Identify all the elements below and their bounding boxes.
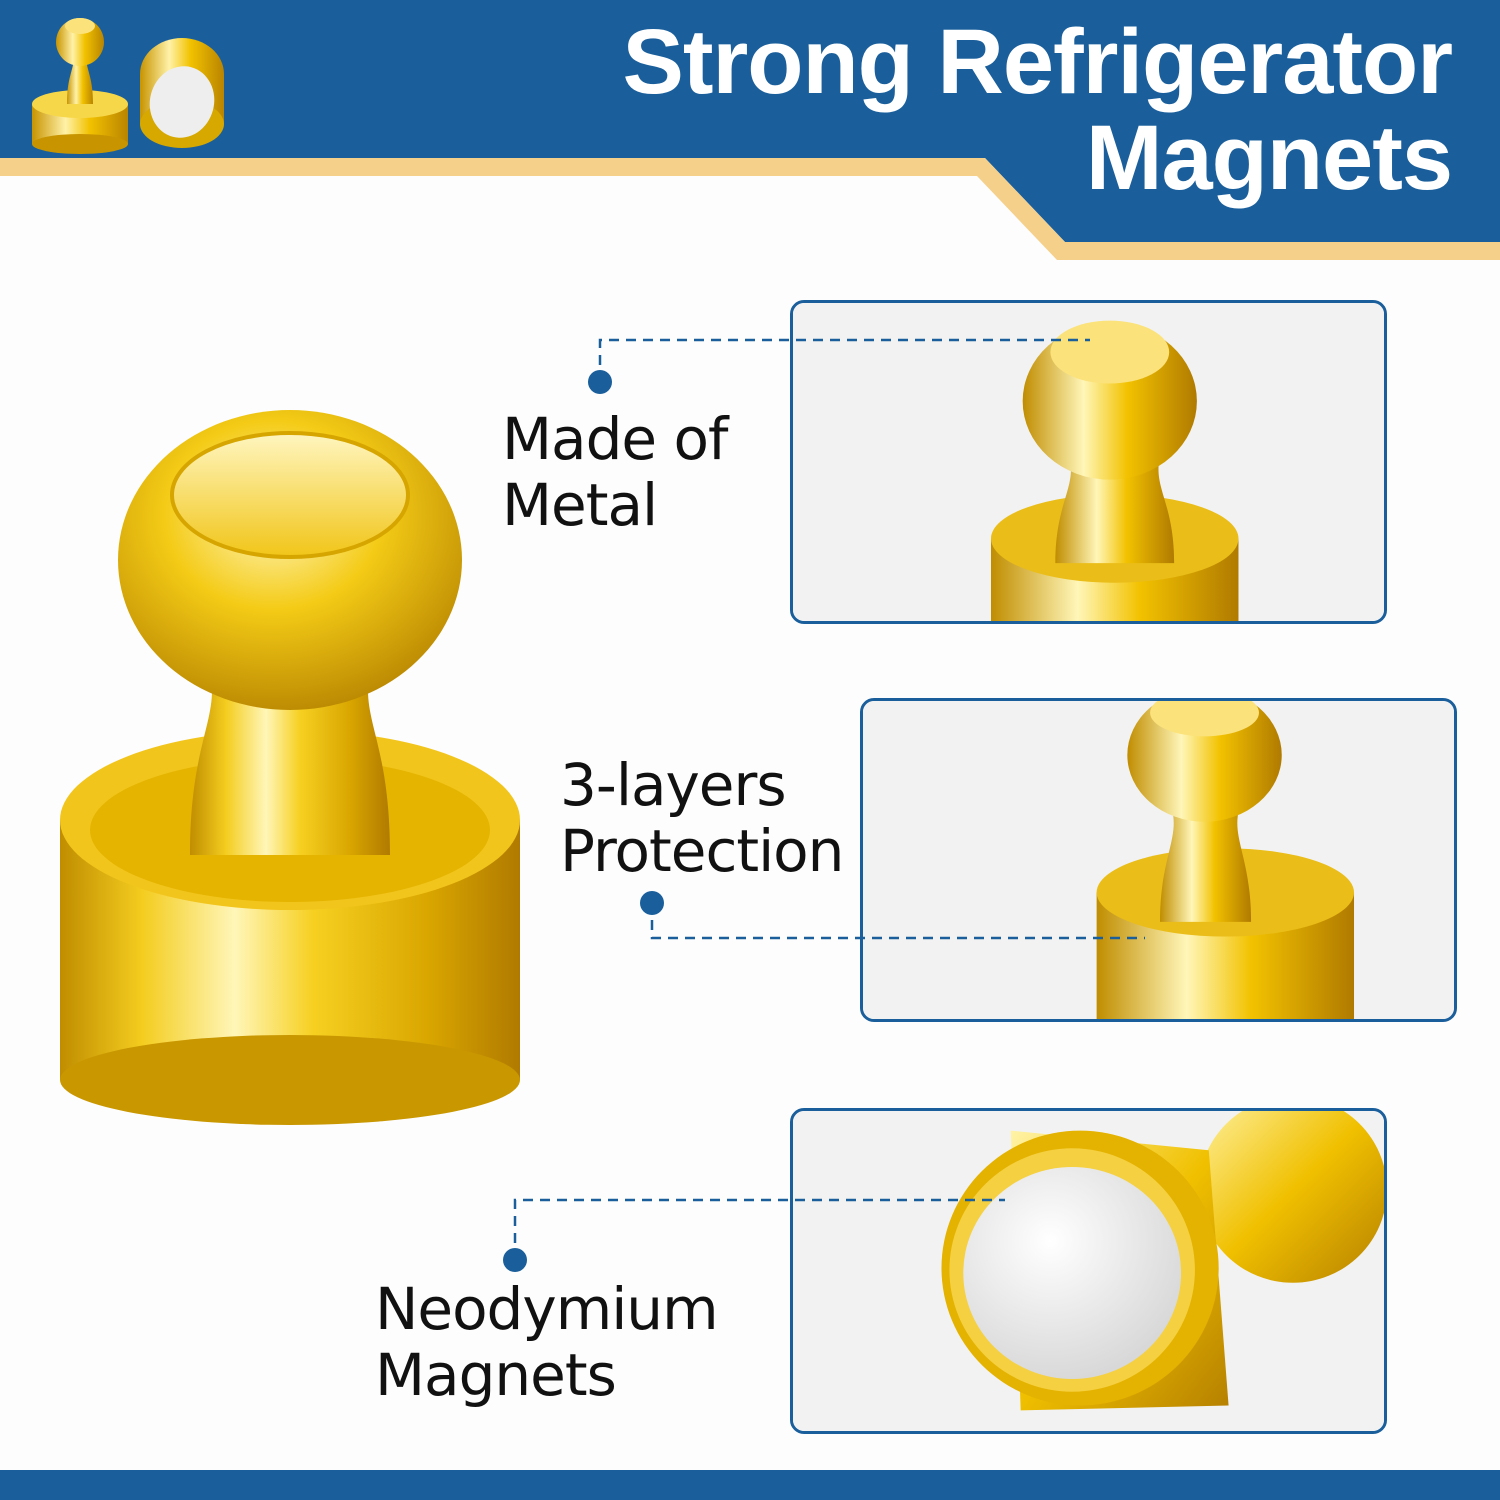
feature-label-protection: 3-layers Protection [560,751,844,885]
page-title: Strong Refrigerator Magnets [452,11,1453,209]
blue-dot-icon [588,370,612,394]
detail-panel-neodymium [790,1108,1387,1434]
detail-panel-metal [790,300,1387,624]
feature-label-line: Neodymium [375,1275,719,1343]
feature-label-neodymium: Neodymium Magnets [375,1275,719,1409]
feature-label-line: Made of [502,405,728,473]
feature-label-line: Metal [502,471,658,539]
detail-panel-protection [860,698,1457,1022]
feature-label-line: Magnets [375,1341,617,1409]
blue-dot-icon [503,1248,527,1272]
feature-label-line: 3-layers [560,751,787,819]
title-line-2: Magnets [1085,107,1453,209]
header-banner [0,0,1500,260]
feature-label-metal: Made of Metal [502,405,728,539]
footer-bar [0,1470,1500,1500]
neodymium-closeup-image [793,1111,1384,1431]
metal-closeup-image [793,303,1384,621]
magnet-product-image [60,410,520,1125]
protection-closeup-image [863,701,1454,1019]
title-line-1: Strong Refrigerator [622,11,1453,113]
feature-label-line: Protection [560,817,844,885]
push-pin-magnets-icon [32,18,224,154]
blue-dot-icon [640,891,664,915]
